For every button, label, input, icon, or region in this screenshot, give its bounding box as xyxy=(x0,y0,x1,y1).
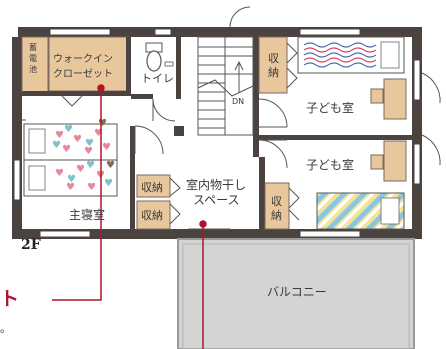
floor-label: 2F xyxy=(21,237,41,253)
label-walkin-line2: クローゼット xyxy=(53,68,113,80)
storage-right-top xyxy=(258,36,288,94)
label-master-bedroom: 主寝室 xyxy=(69,207,105,222)
svg-text:♥: ♥ xyxy=(94,128,103,139)
callout-text: ト xyxy=(0,288,20,310)
svg-text:♥: ♥ xyxy=(62,144,71,155)
svg-text:♥: ♥ xyxy=(66,182,75,193)
room-labels: 蓄 電 池 ウォークイン クローゼット トイレ DN 収 納 子ども室 子ども室… xyxy=(29,42,354,299)
label-drying-line1: 室内物干し xyxy=(186,177,246,192)
windows xyxy=(13,28,421,238)
svg-text:♥: ♥ xyxy=(64,124,73,135)
label-storage-right-top-1: 収 xyxy=(268,52,279,65)
svg-text:♥: ♥ xyxy=(73,134,82,145)
battery-storage xyxy=(21,36,49,94)
svg-text:♥: ♥ xyxy=(67,174,76,185)
svg-text:♥: ♥ xyxy=(86,160,95,171)
door-swings xyxy=(22,6,441,230)
storage-center-top xyxy=(136,174,171,198)
svg-text:♥: ♥ xyxy=(104,178,113,189)
svg-text:♥: ♥ xyxy=(98,118,107,129)
label-storage-right-bottom-1: 収 xyxy=(271,195,282,208)
label-battery-1: 蓄 xyxy=(29,42,37,52)
svg-text:♥: ♥ xyxy=(55,168,64,179)
label-toilet: トイレ xyxy=(141,72,174,85)
label-kids-room-top: 子ども室 xyxy=(306,100,354,115)
interior-walls xyxy=(22,37,412,229)
toilet-room xyxy=(131,37,176,94)
svg-text:♥: ♥ xyxy=(84,146,93,157)
label-balcony: バルコニー xyxy=(267,285,327,299)
label-drying-line2: スペース xyxy=(193,193,240,207)
storage-right-bottom xyxy=(264,182,290,230)
svg-text:♥: ♥ xyxy=(102,142,111,153)
walkin-closet xyxy=(49,37,129,91)
label-storage-center-top: 収納 xyxy=(141,181,163,194)
note-text: 。 xyxy=(0,322,11,335)
kids-bed-top xyxy=(297,36,405,74)
label-dn: DN xyxy=(232,97,244,106)
outer-walls xyxy=(12,27,422,239)
storage-center-bottom xyxy=(136,200,171,230)
svg-text:♥: ♥ xyxy=(52,140,61,151)
svg-text:♥: ♥ xyxy=(55,130,64,141)
kids-bed-bottom xyxy=(316,192,405,230)
svg-text:♥: ♥ xyxy=(76,164,85,175)
staircase xyxy=(197,36,254,136)
balcony xyxy=(177,238,415,349)
label-walkin-line1: ウォークイン xyxy=(53,53,113,65)
desks xyxy=(370,78,407,182)
label-storage-center-bottom: 収納 xyxy=(141,209,163,222)
label-battery-3: 池 xyxy=(29,64,37,74)
svg-text:♥: ♥ xyxy=(87,182,96,193)
label-battery-2: 電 xyxy=(29,54,37,63)
label-storage-right-bottom-2: 納 xyxy=(271,209,282,222)
callout-lines xyxy=(52,84,207,349)
svg-text:♥: ♥ xyxy=(85,138,94,149)
master-beds: ♥♥♥ ♥♥♥ ♥♥♥ ♥♥ ♥♥♥ ♥♥♥ ♥♥ xyxy=(23,118,118,197)
label-kids-room-bottom: 子ども室 xyxy=(306,157,354,172)
label-storage-right-top-2: 納 xyxy=(268,66,279,79)
svg-text:♥: ♥ xyxy=(106,160,115,171)
